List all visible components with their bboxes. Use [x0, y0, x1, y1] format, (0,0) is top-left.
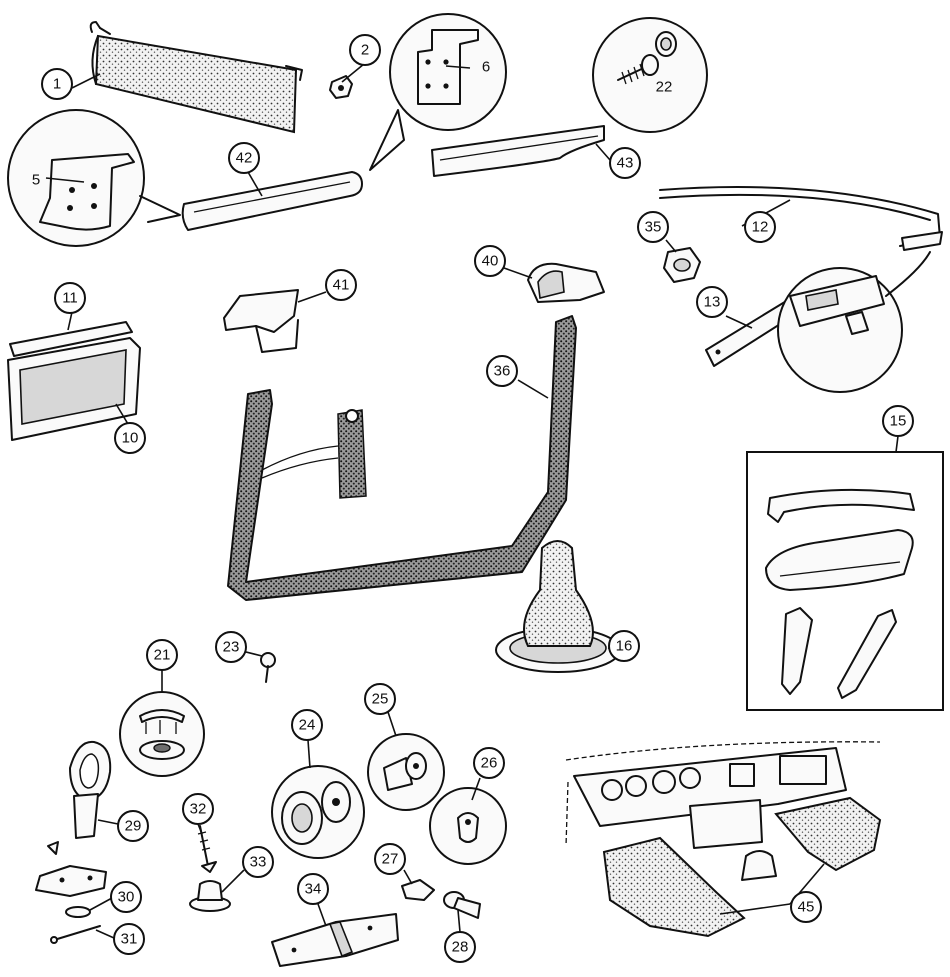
callout-12: 12 — [744, 211, 776, 243]
door-pocket-part — [7, 321, 141, 441]
svg-text:5: 5 — [32, 172, 40, 189]
callout-36: 36 — [486, 355, 518, 387]
callout-34: 34 — [297, 873, 329, 905]
callout-1: 1 — [41, 68, 73, 100]
bracket-40-part — [527, 262, 605, 303]
peg-28-part — [443, 891, 481, 919]
gear-gaiter-part — [495, 540, 621, 673]
svg-text:29: 29 — [125, 818, 142, 835]
clip-41-part — [223, 289, 299, 353]
callout-2: 2 — [349, 34, 381, 66]
callout-15: 15 — [882, 405, 914, 437]
svg-text:25: 25 — [372, 691, 389, 708]
svg-text:22: 22 — [656, 79, 673, 96]
callout-40: 40 — [474, 245, 506, 277]
hinge-part — [271, 913, 399, 967]
svg-text:34: 34 — [305, 881, 322, 898]
dashboard-carpet-part — [565, 741, 882, 938]
svg-text:40: 40 — [482, 253, 499, 270]
callout-16: 16 — [608, 630, 640, 662]
callout-21: 21 — [146, 639, 178, 671]
callout-27: 27 — [374, 843, 406, 875]
clip-26-magnifier-part — [429, 787, 507, 865]
bracket-magnifier-part — [7, 109, 181, 247]
callout-6: 6 — [482, 59, 490, 76]
svg-text:27: 27 — [382, 851, 399, 868]
callout-26: 26 — [473, 747, 505, 779]
leader-lines — [45, 63, 899, 939]
callout-42: 42 — [228, 142, 260, 174]
svg-text:11: 11 — [62, 290, 78, 307]
svg-text:33: 33 — [250, 854, 267, 871]
callout-11: 11 — [54, 282, 86, 314]
svg-text:1: 1 — [53, 76, 61, 93]
callout-24: 24 — [291, 709, 323, 741]
roof-rail-part — [659, 186, 943, 251]
trim-strip-43-part — [431, 125, 605, 177]
svg-text:35: 35 — [645, 219, 662, 236]
svg-text:23: 23 — [223, 639, 240, 656]
svg-text:30: 30 — [118, 889, 135, 906]
svg-text:16: 16 — [616, 638, 633, 655]
svg-text:31: 31 — [121, 931, 138, 948]
callout-13: 13 — [696, 286, 728, 318]
svg-text:12: 12 — [752, 219, 769, 236]
svg-text:36: 36 — [494, 363, 511, 380]
callout-30: 30 — [110, 881, 142, 913]
svg-text:45: 45 — [798, 899, 815, 916]
sun-visor-part — [89, 21, 303, 134]
bracket-top-magnifier-part — [369, 13, 507, 171]
cap-33-part — [189, 880, 231, 912]
callout-23: 23 — [215, 631, 247, 663]
callout-29: 29 — [117, 810, 149, 842]
svg-text:28: 28 — [452, 939, 469, 956]
callout-32: 32 — [182, 793, 214, 825]
callout-43: 43 — [609, 147, 641, 179]
catch-27-part — [401, 879, 435, 901]
svg-text:21: 21 — [154, 647, 171, 664]
svg-text:24: 24 — [299, 717, 316, 734]
svg-text:2: 2 — [361, 42, 369, 59]
door-seal-part — [227, 315, 577, 601]
callout-45: 45 — [790, 891, 822, 923]
svg-text:41: 41 — [333, 277, 350, 294]
callout-35: 35 — [637, 211, 669, 243]
svg-text:26: 26 — [481, 755, 498, 772]
callout-31: 31 — [113, 923, 145, 955]
svg-text:42: 42 — [236, 150, 253, 167]
callout-5: 5 — [32, 172, 40, 189]
svg-text:10: 10 — [122, 430, 139, 447]
callout-22: 22 — [656, 79, 673, 96]
press-stud-magnifier-part — [119, 691, 205, 777]
callout-labels: 1 2 5 6 10 11 12 13 15 16 21 22 23 24 25… — [32, 34, 914, 963]
handle-set-box-part — [746, 451, 944, 711]
svg-text:32: 32 — [190, 801, 207, 818]
callout-33: 33 — [242, 846, 274, 878]
callout-10: 10 — [114, 422, 146, 454]
callout-25: 25 — [364, 683, 396, 715]
strap-plate-magnifier-part — [705, 251, 931, 393]
visor-clip-part — [329, 75, 353, 99]
stud-23-part — [260, 652, 276, 683]
nut-part — [663, 247, 701, 283]
svg-text:13: 13 — [704, 294, 721, 311]
screw-washer-magnifier-part — [592, 17, 708, 133]
grommet-magnifier-part — [271, 765, 365, 859]
callout-41: 41 — [325, 269, 357, 301]
callout-28: 28 — [444, 931, 476, 963]
svg-text:43: 43 — [617, 155, 634, 172]
svg-text:15: 15 — [890, 413, 907, 430]
svg-text:6: 6 — [482, 59, 490, 76]
trim-strip-42-part — [181, 171, 363, 231]
strap-fastener-part — [35, 740, 112, 944]
fastener-25-magnifier-part — [367, 733, 445, 811]
